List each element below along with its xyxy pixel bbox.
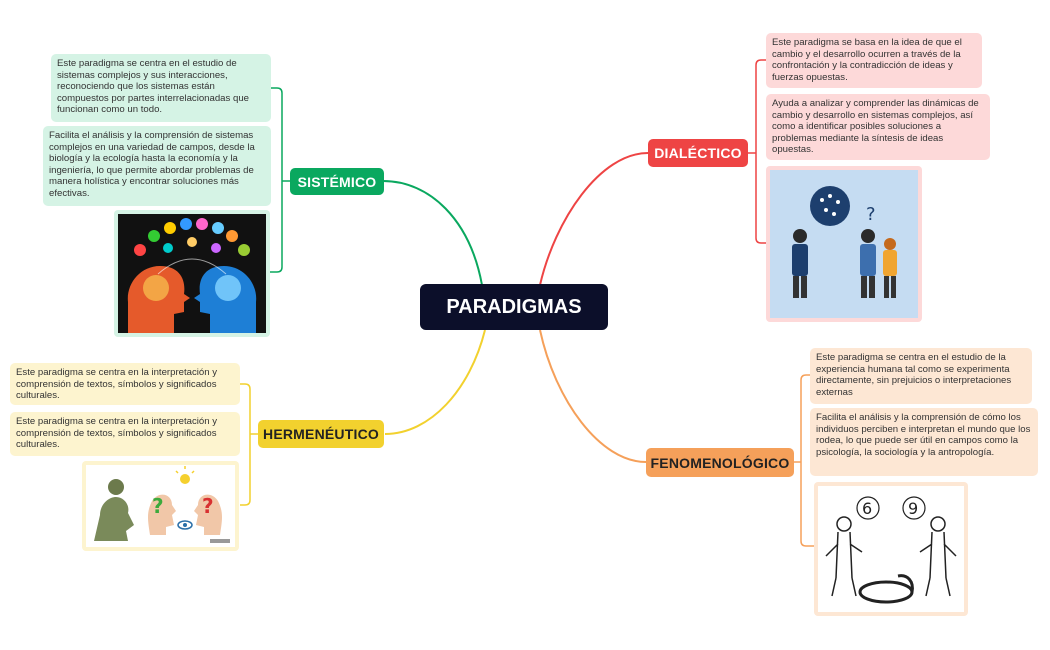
dialectico-label: DIALÉCTICO <box>654 145 742 161</box>
fenomenologico-bracket <box>794 374 814 547</box>
thinker-question-icon: ? ? <box>82 461 239 551</box>
hermeneutico-node[interactable]: HERMENÉUTICO <box>258 420 384 448</box>
sistemico-note-1: Este paradigma se centra en el estudio d… <box>51 54 271 122</box>
svg-text:?: ? <box>866 204 876 225</box>
sistemico-connector <box>382 180 483 286</box>
dialectico-connector <box>539 152 649 286</box>
hermeneutico-note-1: Este paradigma se centra en la interpret… <box>10 363 240 405</box>
hermeneutico-connector <box>384 329 486 435</box>
fenomenologico-note-1: Este paradigma se centra en el estudio d… <box>810 348 1032 404</box>
svg-text:9: 9 <box>908 499 918 518</box>
sistemico-label: SISTÉMICO <box>297 173 377 190</box>
fenomenologico-connector <box>539 329 647 463</box>
dialectico-bracket <box>748 59 766 244</box>
fenomenologico-note-2: Facilita el análisis y la comprensión de… <box>810 408 1038 476</box>
sistemico-node[interactable]: SISTÉMICO <box>290 168 384 195</box>
sistemico-note-2: Facilita el análisis y la comprensión de… <box>43 126 271 206</box>
svg-text:?: ? <box>202 494 214 518</box>
fenomenologico-node[interactable]: FENOMENOLÓGICO <box>646 448 794 477</box>
people-discussing-icon: ? <box>766 166 922 322</box>
hermeneutico-note-2: Este paradigma se centra en la interpret… <box>10 412 240 456</box>
dialectico-note-2: Ayuda a analizar y comprender las dinámi… <box>766 94 990 160</box>
sistemico-bracket <box>270 87 290 273</box>
svg-text:6: 6 <box>862 499 872 518</box>
six-nine-perspective-icon: 6 9 <box>814 482 968 616</box>
brain-network-icon <box>114 210 270 337</box>
fenomenologico-label: FENOMENOLÓGICO <box>650 454 790 471</box>
central-topic[interactable]: PARADIGMAS <box>420 284 608 330</box>
dialectico-node[interactable]: DIALÉCTICO <box>648 139 748 167</box>
central-topic-label: PARADIGMAS <box>446 295 582 318</box>
hermeneutico-bracket <box>240 383 258 506</box>
dialectico-note-1: Este paradigma se basa en la idea de que… <box>766 33 982 88</box>
hermeneutico-label: HERMENÉUTICO <box>263 426 379 442</box>
svg-text:?: ? <box>152 494 164 518</box>
